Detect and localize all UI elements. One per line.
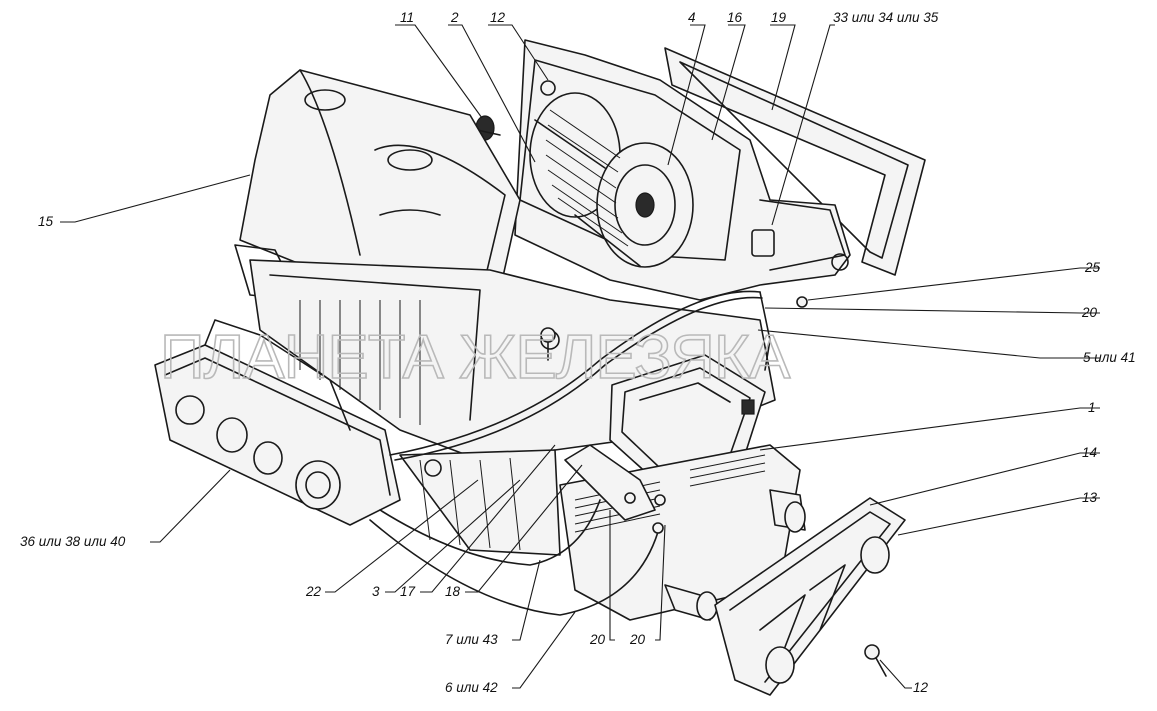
callout-33-34-35: 33 или 34 или 35: [833, 10, 939, 25]
callout-labels: 11 2 12 4 16 19 33 или 34 или 35 15 25 2…: [20, 10, 1136, 695]
callout-16: 16: [727, 10, 743, 25]
watermark: ПЛАНЕТА ЖЕЛЕЗЯКА: [160, 323, 791, 392]
callout-20-b: 20: [629, 632, 646, 647]
linkage-levers: [564, 444, 666, 534]
callout-13: 13: [1082, 490, 1098, 505]
callout-25: 25: [1084, 260, 1101, 275]
callout-2: 2: [450, 10, 459, 25]
air-outlet: [609, 354, 766, 486]
radiator-cover: [714, 497, 906, 696]
callout-20-a: 20: [589, 632, 606, 647]
callout-36-38-40: 36 или 38 или 40: [20, 534, 126, 549]
leader-lines: [60, 24, 1100, 689]
callout-11: 11: [400, 10, 414, 25]
callout-12-top: 12: [490, 10, 506, 25]
callout-18: 18: [445, 584, 461, 599]
filter-frame: [664, 47, 926, 276]
screws: [540, 296, 887, 677]
control-panel: [154, 319, 401, 526]
callout-4: 4: [688, 10, 696, 25]
callout-12-bottom: 12: [913, 680, 929, 695]
callout-14: 14: [1082, 445, 1097, 460]
callout-7-43: 7 или 43: [445, 632, 498, 647]
callout-20-right: 20: [1081, 305, 1098, 320]
callout-1: 1: [1088, 400, 1096, 415]
blower-wheel: [529, 80, 694, 268]
callout-22: 22: [305, 584, 322, 599]
air-duct: [234, 69, 521, 321]
callout-5-41: 5 или 41: [1083, 350, 1136, 365]
callout-19: 19: [771, 10, 787, 25]
callout-6-42: 6 или 42: [445, 680, 498, 695]
control-cables: [369, 290, 771, 616]
callout-3: 3: [372, 584, 380, 599]
callout-17: 17: [400, 584, 416, 599]
callout-15: 15: [38, 214, 54, 229]
